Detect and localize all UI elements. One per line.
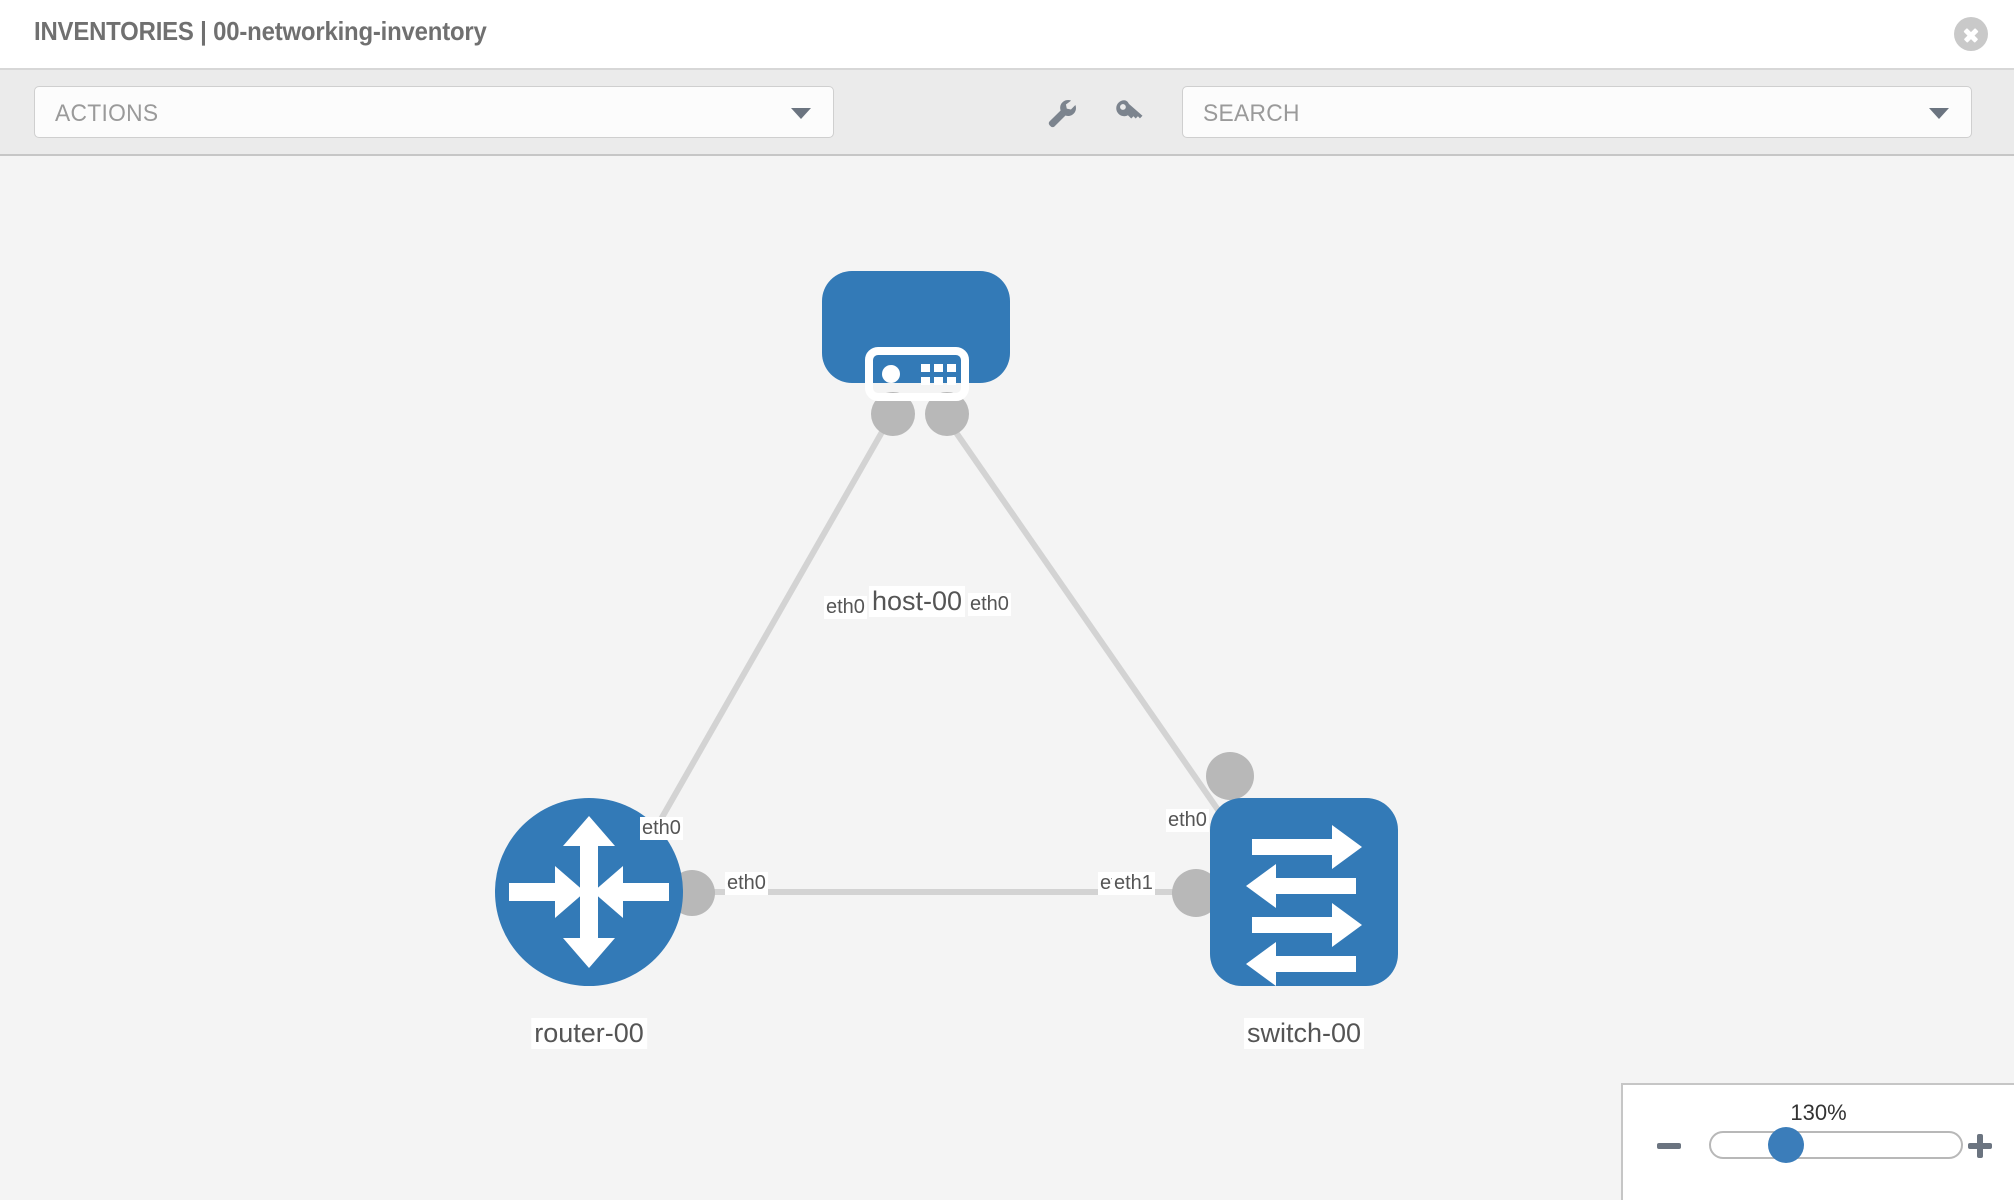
iface-label-router00-switch00: eth0 [725,872,768,895]
zoom-slider-track[interactable] [1709,1131,1963,1159]
node-label-switch-00: switch-00 [1243,1018,1365,1049]
connector-host00-right [925,392,969,436]
edge-host00-router00[interactable] [637,416,893,858]
chevron-down-icon [791,108,811,119]
zoom-slider-thumb[interactable] [1768,1127,1804,1163]
iface-label-router00-host00: eth0 [640,817,683,840]
toolbar: ACTIONS SEARCH [0,70,2014,156]
search-input[interactable]: SEARCH [1182,86,1972,138]
iface-label-switch00-router00: eth1 [1112,872,1155,895]
iface-label-switch00-host00: eth0 [1166,809,1209,832]
router-icon [509,816,669,968]
topology-canvas[interactable]: host-00 router-00 switch-00 eth0 eth0 et… [0,156,2014,1200]
wrench-icon[interactable] [1045,96,1079,130]
zoom-in-button[interactable] [1966,1132,1994,1160]
iface-label-host00-router00: eth0 [824,596,867,619]
topology-graph[interactable] [0,156,2014,1200]
node-label-host-00: host-00 [868,586,966,617]
zoom-level-value: 130% [1790,1100,1847,1125]
node-router-00[interactable] [495,798,683,986]
connector-switch00-top [1206,752,1254,800]
page-title: INVENTORIES | 00-networking-inventory [34,16,487,46]
close-icon[interactable] [1954,17,1988,51]
edge-host00-switch00[interactable] [943,416,1253,858]
node-host-00[interactable] [822,271,1010,401]
chevron-down-icon [1929,108,1949,119]
node-label-router-00: router-00 [531,1018,647,1049]
actions-dropdown[interactable]: ACTIONS [34,86,834,138]
server-icon [865,347,969,401]
zoom-control-panel: 130% [1621,1083,2014,1200]
topology-edges [637,416,1253,895]
iface-label-host00-switch00: eth0 [968,593,1011,616]
search-placeholder: SEARCH [1203,100,1300,127]
connector-host00-left [871,392,915,436]
zoom-out-button[interactable] [1655,1132,1683,1160]
actions-dropdown-label: ACTIONS [55,100,159,127]
node-host-00-shape[interactable] [822,271,1010,383]
key-icon[interactable] [1112,96,1146,130]
switch-icon [1246,825,1362,986]
connector-switch00-left [1172,869,1220,917]
node-switch-00[interactable] [1210,798,1398,986]
window-header: INVENTORIES | 00-networking-inventory [0,0,2014,70]
